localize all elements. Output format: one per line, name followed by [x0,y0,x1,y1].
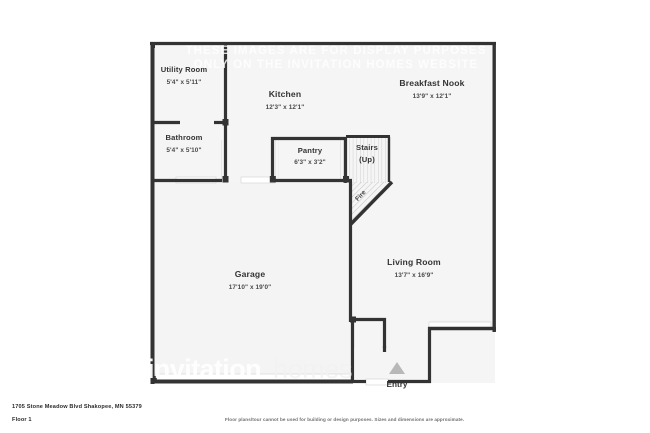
bathroom-name: Bathroom [165,133,202,142]
bathroom-dimensions: 5'4" x 5'10" [166,147,201,154]
cap-utility-corner [222,119,229,126]
room-fills [151,42,495,383]
cap-foyer [350,316,356,323]
window-entry [365,378,389,386]
floor-plan-drawing: THESE IMAGES ARE FOR DISPLAY PURPOSES ON… [147,41,496,389]
pantry-dimensions: 6'3" x 3'2" [294,159,326,166]
cap-bottom-left [150,376,157,383]
room-label-garage: Garage 17'10" x 19'0" [229,269,271,291]
garage-dimensions: 17'10" x 19'0" [229,284,271,291]
room-label-living-room: Living Room 13'7" x 16'9" [387,257,441,279]
utility-room-dimensions: 5'4" x 5'11" [167,79,202,86]
living-room-name: Living Room [387,257,441,267]
stairs-name: Stairs [356,143,378,152]
disclaimer-text: Floor plans/tour cannot be used for buil… [225,417,465,422]
watermark-logo-part-1: invitation [147,354,261,384]
fireplace-diagonal-wall [349,180,394,226]
room-label-pantry: Pantry 6'3" x 3'2" [294,146,326,166]
wall-end-caps [150,42,356,383]
floor-plan-canvas: THESE IMAGES ARE FOR DISPLAY PURPOSES ON… [147,41,496,389]
cap-pantry-right [343,176,349,183]
entry-label: Entry [387,380,408,389]
room-label-kitchen: Kitchen 12'3" x 12'1" [266,89,305,111]
walls [150,41,496,384]
room-label-utility-room: Utility Room 5'4" x 5'11" [161,65,208,86]
cap-top-left [150,42,155,48]
watermark-line-1: THESE IMAGES ARE FOR DISPLAY PURPOSES [186,45,487,57]
room-label-stairs: Stairs (Up) [356,143,378,164]
pantry-door-hatch [271,140,279,182]
room-labels: Utility Room 5'4" x 5'11" Kitchen 12'3" … [161,65,465,291]
cap-pantry-left [269,176,276,183]
stairs-hatch [348,136,388,183]
property-address: 1705 Stone Meadow Blvd Shakopee, MN 5537… [12,404,142,410]
garage-name: Garage [235,269,266,279]
floor-label: Floor 1 [12,417,32,423]
utility-room-name: Utility Room [161,65,208,74]
cap-bath-corner [222,176,229,183]
stairs-direction: (Up) [359,155,375,164]
kitchen-dimensions: 12'3" x 12'1" [266,104,305,111]
entry-arrow-icon [389,362,405,374]
room-label-breakfast-nook: Breakfast Nook 13'9" x 12'1" [399,78,464,100]
watermark-logo-part-2: homes [273,354,352,384]
pantry-name: Pantry [298,146,323,155]
kitchen-name: Kitchen [269,89,302,99]
stairs-door-hatch [339,140,347,182]
living-room-dimensions: 13'7" x 16'9" [395,272,434,279]
watermark-logo: invitation homes [147,354,352,384]
breakfast-nook-name: Breakfast Nook [399,78,464,88]
room-label-bathroom: Bathroom 5'4" x 5'10" [165,133,202,154]
watermark-top: THESE IMAGES ARE FOR DISPLAY PURPOSES ON… [186,45,487,71]
bathroom-door-hatch [219,140,227,182]
entry-marker: Entry [387,362,408,389]
watermark-line-2: ONLY ON THE INVITATION HOMES WEBSITE [194,59,479,71]
breakfast-nook-dimensions: 13'9" x 12'1" [413,93,452,100]
footer: 1705 Stone Meadow Blvd Shakopee, MN 5537… [0,395,650,433]
